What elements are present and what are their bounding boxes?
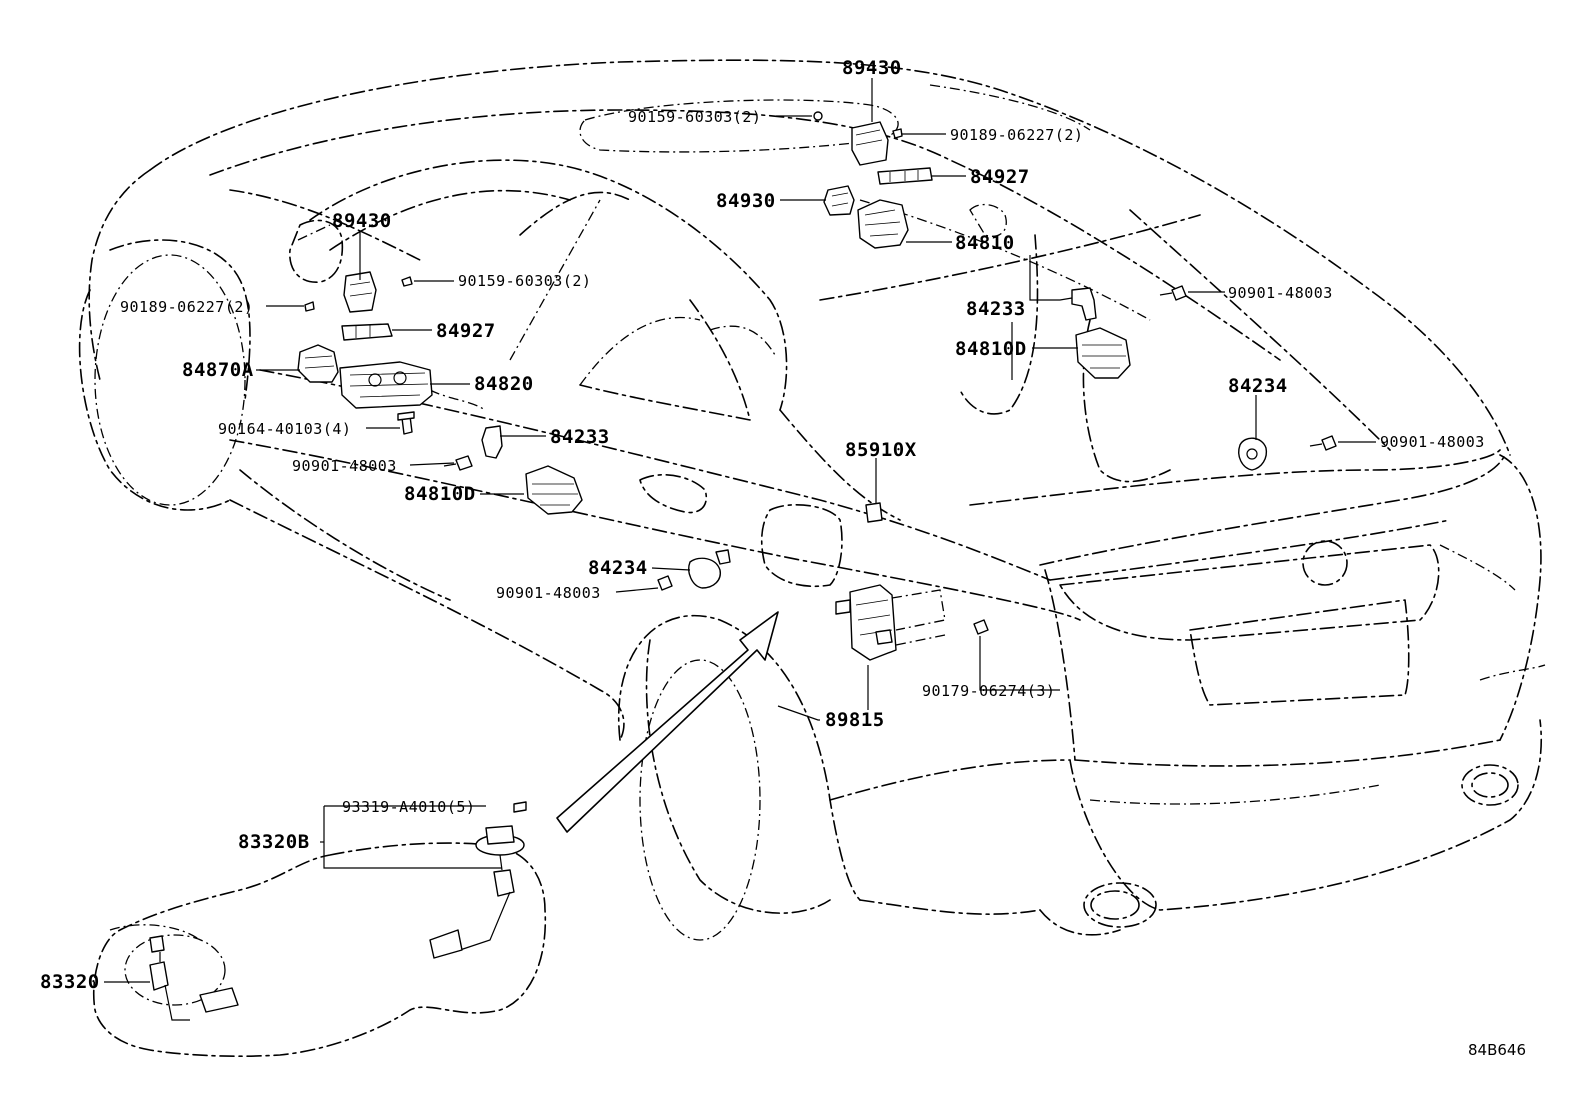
fuel-tank	[92, 842, 547, 1057]
part-90901-left-screw	[443, 455, 473, 471]
part-83320-fuel-gauge	[149, 935, 239, 1021]
part-93319-screw	[513, 801, 527, 813]
part-83320B-fuel-sender	[429, 825, 525, 959]
label-84810D-right: 84810D	[955, 338, 1027, 360]
label-89430-left: 89430	[332, 210, 392, 232]
label-84927-top: 84927	[970, 166, 1030, 188]
label-84233-right: 84233	[966, 298, 1026, 320]
part-90901-right-screw-1	[1159, 285, 1187, 301]
label-90901-right-1: 90901-48003	[1228, 284, 1333, 302]
label-90901-lower: 90901-48003	[496, 584, 601, 602]
label-84930: 84930	[716, 190, 776, 212]
part-89815-control-unit	[835, 584, 946, 661]
diagram-reference-code: 84B646	[1468, 1041, 1526, 1059]
label-84820: 84820	[474, 373, 534, 395]
label-90159-top: 90159-60303(2)	[628, 108, 761, 126]
leader-lines	[104, 78, 1376, 983]
label-89815: 89815	[825, 709, 885, 731]
part-90901-right-screw-2	[1309, 435, 1337, 451]
label-83320B: 83320B	[238, 831, 310, 853]
part-84927-left-switch	[341, 323, 393, 341]
part-90189-left-bolt	[304, 301, 315, 312]
part-84870A-switch	[297, 344, 339, 383]
part-89430-left-sensor	[343, 271, 377, 313]
car-body-outline	[78, 59, 1546, 941]
label-84234-right: 84234	[1228, 375, 1288, 397]
label-90189-left: 90189-06227(2)	[120, 298, 253, 316]
label-84810D-left: 84810D	[404, 483, 476, 505]
label-85910X: 85910X	[845, 439, 917, 461]
part-84810D-left-switch	[525, 465, 583, 515]
part-84233-left-bracket	[481, 425, 503, 459]
label-84810: 84810	[955, 232, 1015, 254]
label-90159-left: 90159-60303(2)	[458, 272, 591, 290]
part-84930-switch	[823, 185, 855, 216]
part-90189-top-bolt	[892, 128, 903, 139]
part-84810D-right-switch	[1075, 327, 1131, 379]
direction-arrow	[556, 611, 779, 833]
part-84234-right-switch	[1238, 437, 1268, 471]
part-84810-switch	[857, 199, 909, 249]
label-90164: 90164-40103(4)	[218, 420, 351, 438]
part-90901-lower-screw	[657, 575, 673, 591]
label-93319: 93319-A4010(5)	[342, 798, 475, 816]
part-90159-top-bolt	[813, 111, 823, 121]
part-84234-lower-switch	[688, 549, 731, 589]
label-84233-left: 84233	[550, 426, 610, 448]
label-84870A: 84870A	[182, 359, 254, 381]
label-90189-top: 90189-06227(2)	[950, 126, 1083, 144]
label-90179: 90179-06274(3)	[922, 682, 1055, 700]
part-84927-top-switch	[877, 167, 933, 185]
part-85910X-relay	[865, 502, 883, 523]
label-83320: 83320	[40, 971, 100, 993]
part-89430-top-sensor	[851, 121, 889, 166]
label-90901-left: 90901-48003	[292, 457, 397, 475]
label-84927-left: 84927	[436, 320, 496, 342]
label-89430-top: 89430	[842, 57, 902, 79]
part-90164-screw	[397, 411, 415, 435]
label-84234-left: 84234	[588, 557, 648, 579]
part-84233-right-bracket	[1071, 287, 1097, 321]
parts	[149, 111, 1337, 1021]
part-labels: 89430 90159-60303(2) 90189-06227(2) 8492…	[40, 57, 1526, 1059]
part-90159-left-bolt	[401, 276, 413, 287]
part-84820-switch-assembly	[339, 361, 433, 409]
part-90179-nut	[973, 619, 989, 635]
label-90901-right-2: 90901-48003	[1380, 433, 1485, 451]
